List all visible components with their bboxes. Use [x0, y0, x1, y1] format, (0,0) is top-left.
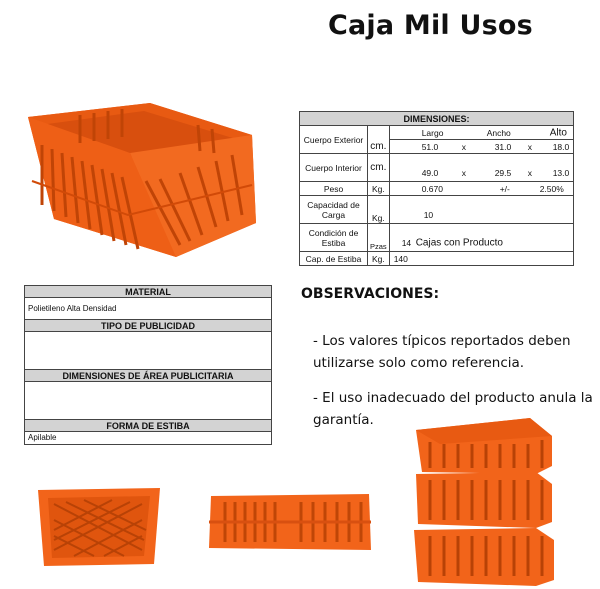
largo-label: Largo — [421, 127, 444, 138]
unit-cap-estiba: Kg. — [367, 251, 390, 266]
cap-estiba-value: 140 — [393, 253, 408, 264]
exterior-ancho: 31.0 — [494, 141, 512, 152]
crate-side-view-image — [205, 488, 375, 556]
row-label-estiba: Condición de Estiba — [299, 223, 368, 252]
interior-x2: x — [527, 167, 532, 178]
interior-alto: 13.0 — [552, 167, 570, 178]
peso-pm: +/- — [499, 183, 510, 194]
page-title: Caja Mil Usos — [328, 10, 533, 41]
unit-capacidad: Kg. — [367, 195, 390, 224]
row-label-cap-estiba: Cap. de Estiba — [299, 251, 368, 266]
capacidad-value: 10 — [423, 209, 434, 220]
observacion-item: - Los valores típicos reportados deben u… — [313, 333, 571, 371]
alto-label: Alto — [549, 127, 567, 138]
unit-peso: Kg. — [367, 181, 390, 196]
observacion-item: - El uso inadecuado del producto anula l… — [313, 390, 593, 428]
forma-estiba-value: Apilable — [28, 433, 57, 442]
estiba-value: 14 — [401, 237, 412, 248]
crate-stacked-image — [410, 414, 560, 586]
observaciones-header: OBSERVACIONES: — [301, 286, 440, 302]
unit-estiba: Pzas — [367, 223, 390, 252]
dimensions-header: DIMENSIONES: — [299, 111, 574, 126]
interior-ancho: 29.5 — [494, 167, 512, 178]
row-label-peso: Peso — [299, 181, 368, 196]
row-label-interior: Cuerpo Interior — [299, 153, 368, 182]
publicidad-header: TIPO DE PUBLICIDAD — [25, 320, 271, 332]
exterior-x2: x — [527, 141, 532, 152]
material-table: MATERIAL Polietileno Alta Densidad TIPO … — [24, 285, 272, 445]
exterior-largo: 51.0 — [421, 141, 439, 152]
material-value: Polietileno Alta Densidad — [25, 298, 271, 320]
peso-value: 0.670 — [421, 183, 443, 194]
interior-x1: x — [461, 167, 466, 178]
publicidad-value — [25, 332, 271, 370]
crate-top-view-image — [34, 484, 164, 569]
exterior-alto: 18.0 — [552, 141, 570, 152]
row-label-exterior: Cuerpo Exterior — [299, 125, 368, 154]
row-label-capacidad: Capacidad de Carga — [299, 195, 368, 224]
peso-tolerance: 2.50% — [539, 183, 564, 194]
estiba-note: Cajas con Producto — [415, 237, 503, 249]
unit-exterior: cm. — [367, 139, 390, 154]
area-publicitaria-value — [25, 382, 271, 420]
interior-largo: 49.0 — [421, 167, 439, 178]
material-header: MATERIAL — [25, 286, 271, 298]
forma-estiba-header: FORMA DE ESTIBA — [25, 420, 271, 432]
dimensions-table: DIMENSIONES: Cuerpo Exterior Largo Ancho… — [299, 111, 575, 266]
ancho-label: Ancho — [486, 127, 511, 138]
unit-interior: cm. — [367, 153, 390, 182]
exterior-x1: x — [461, 141, 466, 152]
area-publicitaria-header: DIMENSIONES DE ÁREA PUBLICITARIA — [25, 370, 271, 382]
crate-main-image — [20, 95, 282, 265]
